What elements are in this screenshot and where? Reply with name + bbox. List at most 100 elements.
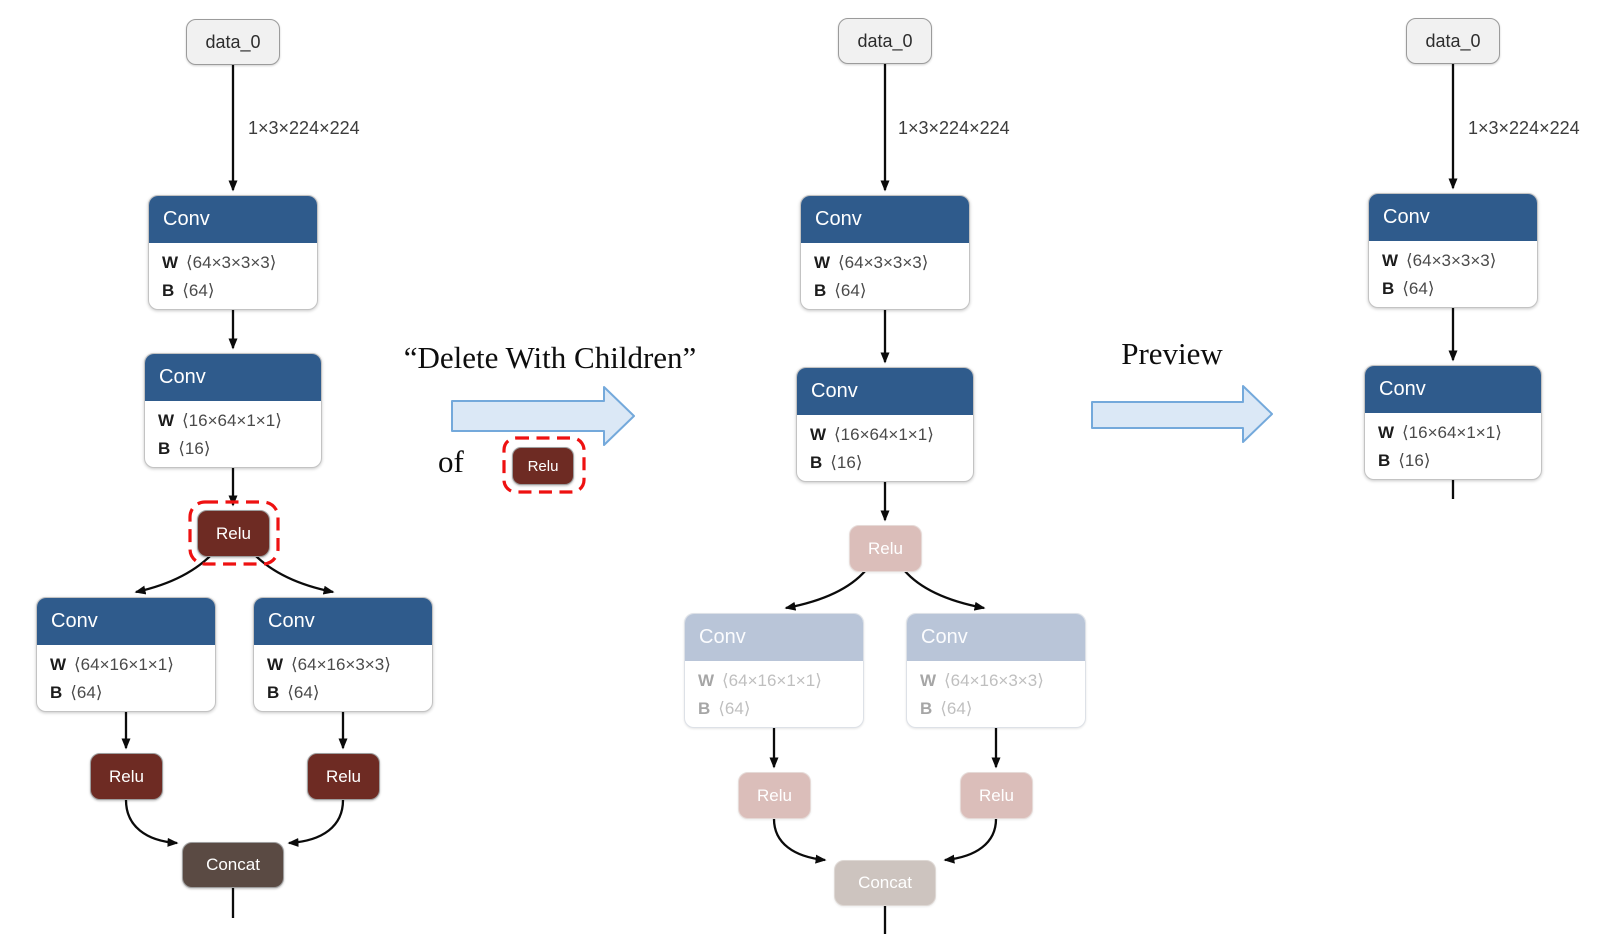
attr-value: ⟨64×3×3×3⟩ xyxy=(838,253,929,272)
conv-node[interactable]: Conv W⟨64×3×3×3⟩ B⟨64⟩ xyxy=(148,195,318,310)
conv-node[interactable]: Conv W ⟨64×16×1×1⟩ B ⟨64⟩ xyxy=(36,597,216,712)
attr-key: W xyxy=(162,253,179,272)
attr-key: W xyxy=(50,655,67,674)
edge-shape-label: 1×3×224×224 xyxy=(248,118,360,138)
input-node[interactable]: data_0 xyxy=(1406,18,1500,64)
edge xyxy=(772,818,827,864)
action-caption: “Delete With Children” xyxy=(403,340,697,375)
attr-value: ⟨64×16×1×1⟩ xyxy=(74,655,174,674)
attr-value: ⟨64⟩ xyxy=(70,683,103,702)
attr-value: ⟨64⟩ xyxy=(834,281,867,300)
conv-node-title: Conv xyxy=(1365,366,1541,413)
conv-node-attrs: W ⟨64×16×1×1⟩ B ⟨64⟩ xyxy=(685,661,863,723)
concat-node-deleted[interactable]: Concat xyxy=(834,860,936,906)
attr-key: B xyxy=(1378,451,1391,470)
attr-key: W xyxy=(158,411,175,430)
attr-value: ⟨64×3×3×3⟩ xyxy=(1406,251,1497,270)
attr-key: W xyxy=(920,671,937,690)
attr-key: W xyxy=(810,425,827,444)
conv-node-title: Conv xyxy=(254,598,432,645)
flow-arrow-icon xyxy=(1091,385,1273,443)
attr-value: ⟨64⟩ xyxy=(940,699,973,718)
attr-key: B xyxy=(267,683,280,702)
attr-key: B xyxy=(50,683,63,702)
attr-key: B xyxy=(1382,279,1395,298)
edge xyxy=(124,799,179,847)
conv-node-attrs: W ⟨64×3×3×3⟩ B ⟨64⟩ xyxy=(149,243,317,305)
attr-value: ⟨64⟩ xyxy=(718,699,751,718)
attr-key: W xyxy=(267,655,284,674)
attr-key: W xyxy=(1378,423,1395,442)
attr-key: W xyxy=(814,253,831,272)
relu-node-deleted[interactable]: Relu xyxy=(738,772,811,819)
input-node[interactable]: data_0 xyxy=(838,18,932,64)
edge xyxy=(903,569,986,611)
flow-arrow-icon xyxy=(451,386,635,446)
attr-value: ⟨16⟩ xyxy=(178,439,211,458)
relu-node-deleted[interactable]: Relu xyxy=(960,772,1033,819)
conv-node[interactable]: Conv W⟨16×64×1×1⟩ B⟨16⟩ xyxy=(144,353,322,468)
preview-caption: Preview xyxy=(1121,336,1223,371)
conv-node-deleted[interactable]: Conv W ⟨64×16×1×1⟩ B ⟨64⟩ xyxy=(684,613,864,728)
edge xyxy=(134,550,216,595)
conv-node[interactable]: Conv W⟨64×3×3×3⟩ B⟨64⟩ xyxy=(1368,193,1538,308)
attr-value: ⟨64⟩ xyxy=(1402,279,1435,298)
conv-node[interactable]: Conv W ⟨64×16×3×3⟩ B ⟨64⟩ xyxy=(253,597,433,712)
attr-value: ⟨16⟩ xyxy=(830,453,863,472)
relu-node[interactable]: Relu xyxy=(307,753,380,800)
relu-node-deleted[interactable]: Relu xyxy=(849,525,922,572)
of-caption: of xyxy=(438,444,464,479)
edge-shape-label: 1×3×224×224 xyxy=(898,118,1010,138)
attr-value: ⟨64×16×3×3⟩ xyxy=(291,655,391,674)
attr-value: ⟨64⟩ xyxy=(287,683,320,702)
conv-node-title: Conv xyxy=(801,196,969,243)
edges-graph-original xyxy=(121,65,348,918)
relu-chip: Relu xyxy=(512,447,574,485)
conv-node-attrs: W⟨64×3×3×3⟩ B⟨64⟩ xyxy=(1369,241,1537,303)
edges-graph-after-delete xyxy=(769,64,1001,934)
concat-node[interactable]: Concat xyxy=(182,842,284,888)
attr-value: ⟨64⟩ xyxy=(182,281,215,300)
conv-node[interactable]: Conv W ⟨16×64×1×1⟩ B ⟨16⟩ xyxy=(1364,365,1542,480)
attr-value: ⟨64×3×3×3⟩ xyxy=(186,253,277,272)
conv-node-attrs: W ⟨16×64×1×1⟩ B ⟨16⟩ xyxy=(1365,413,1541,475)
input-node[interactable]: data_0 xyxy=(186,19,280,65)
edge xyxy=(250,550,335,595)
attr-key: B xyxy=(920,699,933,718)
attr-key: W xyxy=(698,671,715,690)
conv-node-deleted[interactable]: Conv W ⟨64×16×3×3⟩ B ⟨64⟩ xyxy=(906,613,1086,728)
attr-value: ⟨64×16×1×1⟩ xyxy=(722,671,822,690)
edge xyxy=(943,818,998,864)
conv-node-title: Conv xyxy=(797,368,973,415)
conv-node-title: Conv xyxy=(37,598,215,645)
edge xyxy=(784,569,867,611)
conv-node[interactable]: Conv W⟨16×64×1×1⟩ B⟨16⟩ xyxy=(796,367,974,482)
conv-node-attrs: W⟨16×64×1×1⟩ B⟨16⟩ xyxy=(797,415,973,477)
attr-value: ⟨64×16×3×3⟩ xyxy=(944,671,1044,690)
conv-node-attrs: W ⟨64×16×3×3⟩ B ⟨64⟩ xyxy=(907,661,1085,723)
conv-node-attrs: W ⟨64×3×3×3⟩ B ⟨64⟩ xyxy=(801,243,969,305)
conv-node-attrs: W ⟨64×16×1×1⟩ B ⟨64⟩ xyxy=(37,645,215,707)
selection-outline xyxy=(502,436,586,494)
conv-node-title: Conv xyxy=(1369,194,1537,241)
attr-value: ⟨16×64×1×1⟩ xyxy=(1402,423,1502,442)
attr-value: ⟨16⟩ xyxy=(1398,451,1431,470)
selection-outline xyxy=(188,500,280,566)
conv-node-attrs: W ⟨16×64×1×1⟩ B ⟨16⟩ xyxy=(145,401,321,463)
relu-node[interactable]: Relu xyxy=(90,753,163,800)
edge xyxy=(287,799,345,847)
conv-node-title: Conv xyxy=(907,614,1085,661)
attr-value: ⟨16×64×1×1⟩ xyxy=(182,411,282,430)
conv-node[interactable]: Conv W ⟨64×3×3×3⟩ B ⟨64⟩ xyxy=(800,195,970,310)
conv-node-attrs: W ⟨64×16×3×3⟩ B ⟨64⟩ xyxy=(254,645,432,707)
conv-node-title: Conv xyxy=(685,614,863,661)
attr-value: ⟨16×64×1×1⟩ xyxy=(834,425,934,444)
attr-key: B xyxy=(698,699,711,718)
edge-shape-label: 1×3×224×224 xyxy=(1468,118,1580,138)
attr-key: B xyxy=(814,281,827,300)
attr-key: B xyxy=(162,281,175,300)
relu-node-selected[interactable]: Relu xyxy=(197,510,270,557)
attr-key: B xyxy=(158,439,171,458)
